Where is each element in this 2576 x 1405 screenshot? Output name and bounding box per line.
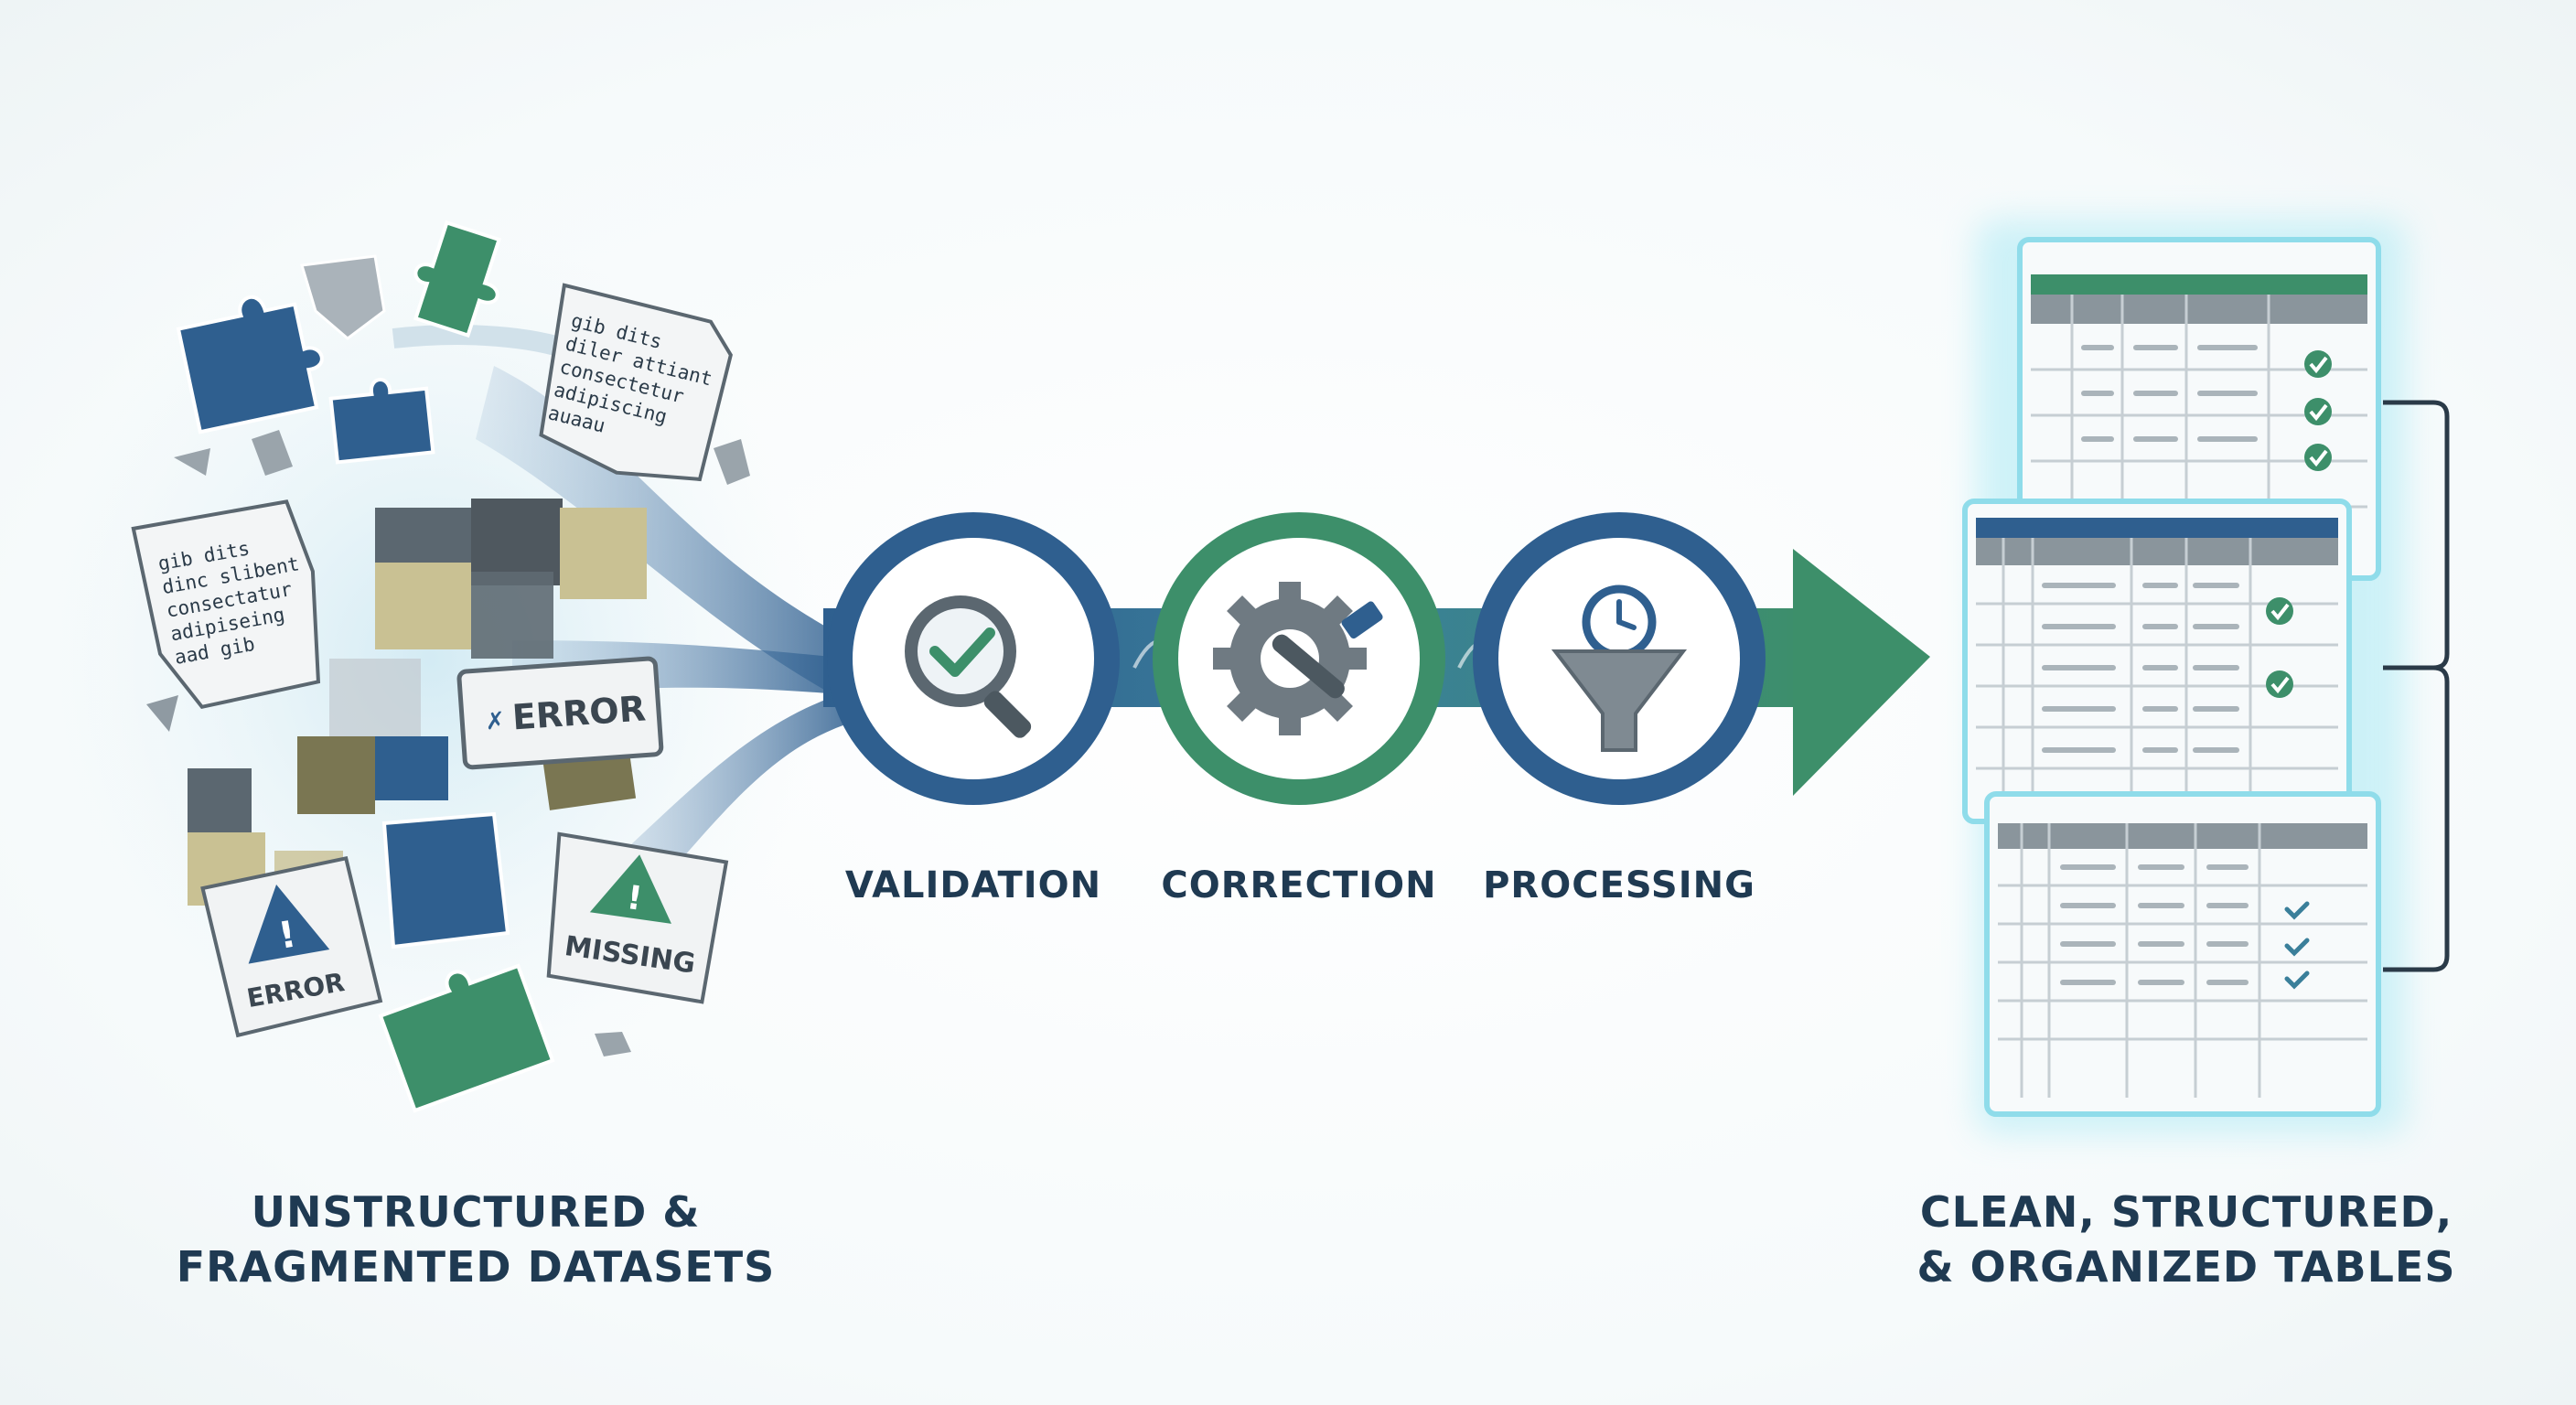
right-caption-line: CLEAN, STRUCTURED,: [1919, 1187, 2453, 1237]
puzzle-piece-icon: [328, 378, 435, 465]
warning-mark: !: [625, 879, 645, 918]
torn-paper-icon: gib dits dinc slibent consectatur adipis…: [131, 499, 321, 710]
step-label-processing: PROCESSING: [1483, 864, 1755, 906]
table-icon: [1962, 499, 2352, 824]
puzzle-piece-icon: [413, 220, 502, 338]
missing-warning-card: ! MISSING: [546, 831, 729, 1004]
puzzle-piece-icon: [378, 963, 555, 1113]
step-label-correction: CORRECTION: [1161, 864, 1437, 906]
table-icon: [2017, 237, 2381, 581]
right-caption: CLEAN, STRUCTURED, & ORGANIZED TABLES: [1839, 1185, 2534, 1294]
checkmark-icon: [2284, 901, 2310, 990]
step-processing: [1473, 512, 1766, 805]
fragments-cluster: gib dits diler attiant consectetur adipi…: [131, 220, 750, 1113]
table-icon: [1984, 791, 2381, 1117]
magnifier-check-icon: [905, 595, 1032, 738]
error-warning-card: ! ERROR: [200, 855, 383, 1038]
step-label-validation: VALIDATION: [844, 864, 1102, 906]
funnel-clock-icon: [1551, 585, 1688, 752]
error-tag: ✗ ERROR: [456, 656, 664, 770]
step-validation: [827, 512, 1120, 805]
torn-paper-icon: gib dits diler attiant consectetur adipi…: [539, 283, 733, 482]
error-tag-text: ERROR: [511, 688, 648, 737]
gear-wrench-icon: [1213, 582, 1383, 735]
left-caption-line: FRAGMENTED DATASETS: [176, 1242, 776, 1292]
checkmark-icon: [2266, 597, 2293, 698]
step-correction: [1153, 512, 1445, 805]
right-caption-line: & ORGANIZED TABLES: [1916, 1242, 2456, 1292]
warning-icon: [589, 854, 671, 924]
arrow-right-icon: [1793, 549, 1930, 796]
puzzle-piece-icon: [176, 295, 324, 434]
x-icon: ✗: [484, 707, 506, 735]
left-caption: UNSTRUCTURED & FRAGMENTED DATASETS: [128, 1185, 823, 1294]
left-caption-line: UNSTRUCTURED &: [251, 1187, 701, 1237]
checkmark-icon: [2304, 350, 2332, 471]
clean-tables: [1962, 220, 2450, 1134]
warning-icon: [248, 885, 330, 964]
